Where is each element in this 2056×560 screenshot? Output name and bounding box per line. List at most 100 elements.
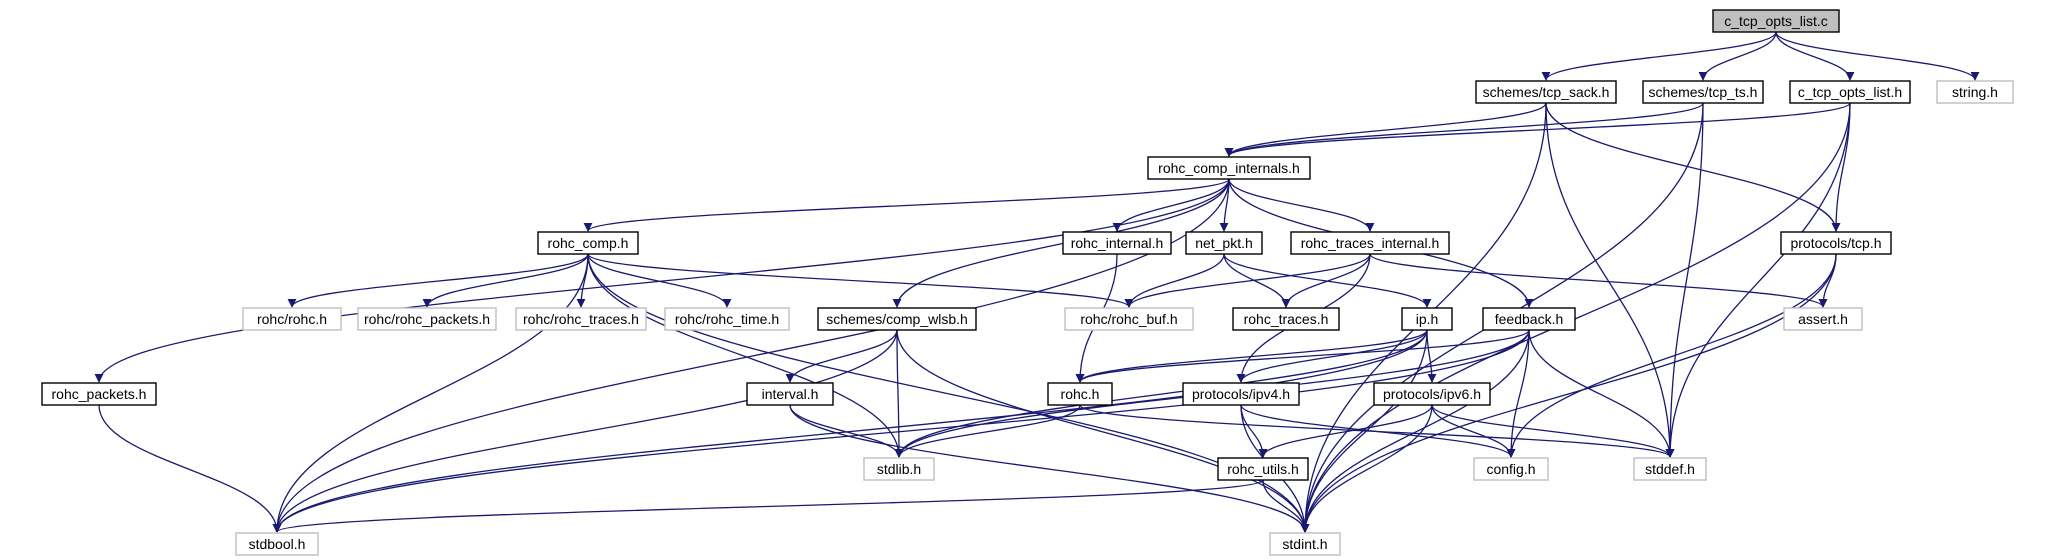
node-label: rohc_traces.h [1244, 311, 1329, 327]
edge-schemes-comp-wlsb-h-to-stdlib-h [894, 329, 904, 458]
node-rohc-traces-h[interactable]: rohc_traces.h [1232, 307, 1340, 331]
node-label: c_tcp_opts_list.h [1798, 84, 1902, 100]
node-label: schemes/comp_wlsb.h [826, 311, 968, 327]
edge-c-tcp-opts-list-h-to-rohc-comp-internals-h [1224, 102, 1851, 157]
node-box [1373, 382, 1491, 406]
edge-rohc-utils-h-to-stdint-h [1262, 479, 1310, 533]
node-label: ip.h [1416, 311, 1439, 327]
node-stdint-h: stdint.h [1269, 532, 1341, 556]
node-label: stdlib.h [877, 461, 921, 477]
node-rohc-traces-internal-h[interactable]: rohc_traces_internal.h [1290, 231, 1450, 255]
node-string-h: string.h [1936, 80, 2014, 104]
node-rohc-h[interactable]: rohc.h [1047, 382, 1113, 406]
edge-rohc-utils-h-to-stdbool-h [272, 479, 1264, 533]
node-label: c_tcp_opts_list.c [1724, 13, 1828, 29]
node-rohc-comp-h[interactable]: rohc_comp.h [537, 231, 639, 255]
node-rohc-comp-internals-h[interactable]: rohc_comp_internals.h [1147, 156, 1311, 180]
edge-c-tcp-opts-list-h-to-stdint-h [1300, 102, 1851, 533]
edge-feedback-h-to-rohc-h [1075, 329, 1530, 383]
edge-feedback-h-to-stdint-h [1300, 329, 1530, 533]
node-box [1047, 382, 1113, 406]
node-c-tcp-opts-list-h[interactable]: c_tcp_opts_list.h [1789, 80, 1911, 104]
node-net-pkt-h[interactable]: net_pkt.h [1185, 231, 1263, 255]
edge-rohc-traces-internal-h-to-rohc-traces-h [1281, 253, 1371, 308]
node-label: schemes/tcp_sack.h [1483, 84, 1610, 100]
edge-rohc-comp-h-to-rohc-rohc-h [287, 253, 589, 308]
edge-schemes-tcp-ts-h-to-stddef-h [1665, 102, 1704, 458]
node-schemes-tcp-sack-h[interactable]: schemes/tcp_sack.h [1475, 80, 1617, 104]
node-box [1780, 231, 1892, 255]
node-box [1062, 231, 1172, 255]
node-label: feedback.h [1495, 311, 1564, 327]
node-c-tcp-opts-list-c[interactable]: c_tcp_opts_list.c [1712, 9, 1840, 33]
edges-layer [94, 31, 1980, 533]
node-box [1401, 307, 1453, 331]
edge-rohc-packets-h-to-stdbool-h [98, 404, 282, 533]
node-label: stddef.h [1645, 461, 1695, 477]
node-box [817, 307, 977, 331]
node-label: rohc_packets.h [52, 386, 147, 402]
node-rohc-rohc-traces-h: rohc/rohc_traces.h [515, 307, 647, 331]
node-schemes-comp-wlsb-h[interactable]: schemes/comp_wlsb.h [817, 307, 977, 331]
node-box [1147, 156, 1311, 180]
node-rohc-utils-h[interactable]: rohc_utils.h [1217, 457, 1309, 481]
node-label: string.h [1952, 84, 1998, 100]
node-label: rohc_traces_internal.h [1301, 235, 1440, 251]
node-box [242, 307, 342, 331]
edge-net-pkt-h-to-ip-h [1223, 253, 1432, 308]
node-label: rohc/rohc.h [257, 311, 327, 327]
edge-rohc-comp-h-to-stdlib-h [587, 253, 904, 458]
node-config-h: config.h [1473, 457, 1549, 481]
node-box [357, 307, 497, 331]
node-label: stdbool.h [249, 536, 306, 552]
node-protocols-tcp-h[interactable]: protocols/tcp.h [1780, 231, 1892, 255]
node-stdbool-h: stdbool.h [235, 532, 319, 556]
node-protocols-ipv6-h[interactable]: protocols/ipv6.h [1373, 382, 1491, 406]
node-rohc-rohc-h: rohc/rohc.h [242, 307, 342, 331]
node-label: schemes/tcp_ts.h [1649, 84, 1758, 100]
node-label: rohc_comp.h [548, 235, 629, 251]
edge-schemes-comp-wlsb-h-to-stdbool-h [272, 329, 898, 533]
edge-c-tcp-opts-list-c-to-schemes-tcp-ts-h [1698, 31, 1777, 81]
edge-rohc-comp-h-to-stdbool-h [272, 253, 589, 533]
node-rohc-internal-h[interactable]: rohc_internal.h [1062, 231, 1172, 255]
node-box [1642, 80, 1764, 104]
node-box [1217, 457, 1309, 481]
edge-rohc-comp-internals-h-to-rohc-internal-h [1112, 178, 1230, 232]
edge-rohc-traces-internal-h-to-rohc-rohc-buf-h [1124, 253, 1371, 308]
edge-protocols-tcp-h-to-assert-h [1818, 253, 1837, 308]
node-ip-h[interactable]: ip.h [1401, 307, 1453, 331]
node-box [41, 382, 157, 406]
node-box [1783, 307, 1863, 331]
node-rohc-rohc-packets-h: rohc/rohc_packets.h [357, 307, 497, 331]
edge-rohc-h-to-stdlib-h [894, 404, 1081, 458]
node-label: net_pkt.h [1195, 235, 1253, 251]
edge-schemes-tcp-sack-h-to-rohc-comp-internals-h [1224, 102, 1547, 157]
edge-ip-h-to-stdlib-h [894, 329, 1428, 458]
node-schemes-tcp-ts-h[interactable]: schemes/tcp_ts.h [1642, 80, 1764, 104]
node-box [1182, 382, 1300, 406]
node-interval-h[interactable]: interval.h [746, 382, 834, 406]
edge-rohc-comp-internals-h-to-stdbool-h [272, 178, 1230, 533]
node-label: stdint.h [1282, 536, 1327, 552]
node-box [1473, 457, 1549, 481]
edge-schemes-comp-wlsb-h-to-stdint-h [896, 329, 1310, 533]
node-box [1232, 307, 1340, 331]
node-box [1789, 80, 1911, 104]
node-protocols-ipv4-h[interactable]: protocols/ipv4.h [1182, 382, 1300, 406]
edge-ip-h-to-protocols-ipv6-h [1426, 329, 1437, 383]
node-rohc-rohc-time-h: rohc/rohc_time.h [664, 307, 790, 331]
node-label: interval.h [762, 386, 819, 402]
node-feedback-h[interactable]: feedback.h [1482, 307, 1576, 331]
node-rohc-rohc-buf-h: rohc/rohc_buf.h [1064, 307, 1194, 331]
edge-protocols-tcp-h-to-stdint-h [1300, 253, 1837, 533]
node-box [235, 532, 319, 556]
edge-protocols-tcp-h-to-config-h [1506, 253, 1837, 458]
edge-net-pkt-h-to-rohc-rohc-buf-h [1124, 253, 1225, 308]
node-rohc-packets-h[interactable]: rohc_packets.h [41, 382, 157, 406]
node-box [1064, 307, 1194, 331]
node-label: rohc/rohc_packets.h [364, 311, 490, 327]
node-box [1482, 307, 1576, 331]
node-label: assert.h [1798, 311, 1848, 327]
